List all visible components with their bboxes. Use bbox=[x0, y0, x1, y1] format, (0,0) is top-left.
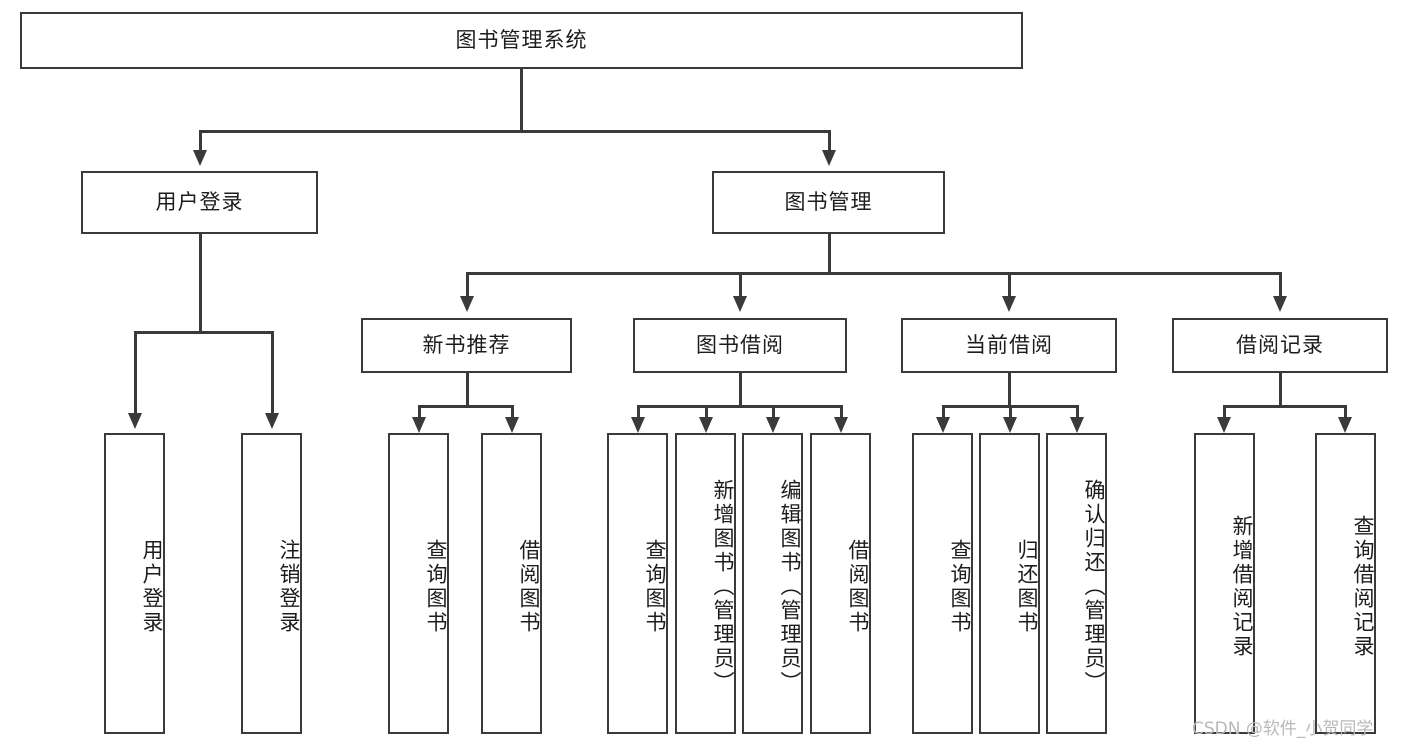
arrow-borrow-record-leaf-1 bbox=[1217, 417, 1231, 433]
arrow-book-borrow-leaf-4 bbox=[834, 417, 848, 433]
leaf-edit-book-admin[interactable]: 编辑图书（管理员） bbox=[742, 433, 803, 734]
arrow-book-borrow-leaf-1 bbox=[631, 417, 645, 433]
connector-book-borrow-leaf-1 bbox=[637, 405, 640, 419]
connector-book-borrow-bar bbox=[637, 405, 842, 408]
node-user-login[interactable]: 用户登录 bbox=[81, 171, 318, 234]
leaf-borrow-book-recommend[interactable]: 借阅图书 bbox=[481, 433, 542, 734]
node-book-borrow[interactable]: 图书借阅 bbox=[633, 318, 847, 373]
arrow-current-borrow-leaf-1 bbox=[936, 417, 950, 433]
connector-user-login-leaf-1 bbox=[134, 331, 137, 415]
node-label: 新书推荐 bbox=[422, 332, 511, 357]
connector-borrow-record-bar bbox=[1223, 405, 1345, 408]
connector-book-borrow-leaf-3 bbox=[772, 405, 775, 419]
node-label: 图书借阅 bbox=[696, 332, 784, 357]
connector-book-borrow-leaf-4 bbox=[840, 405, 843, 419]
leaf-query-borrow-record[interactable]: 查询借阅记录 bbox=[1315, 433, 1376, 734]
connector-to-borrow-record bbox=[1279, 272, 1282, 298]
arrow-to-user-login bbox=[193, 150, 207, 166]
connector-user-login-bar bbox=[134, 331, 273, 334]
connector-borrow-record-stem bbox=[1279, 373, 1282, 407]
node-label: 查询图书 bbox=[643, 538, 667, 635]
node-label: 编辑图书（管理员） bbox=[778, 478, 802, 695]
leaf-user-login[interactable]: 用户登录 bbox=[104, 433, 165, 734]
connector-new-book-leaf-2 bbox=[511, 405, 514, 419]
connector-book-borrow-stem bbox=[739, 373, 742, 407]
node-label: 图书管理系统 bbox=[455, 27, 588, 52]
leaf-query-book-borrow[interactable]: 查询图书 bbox=[607, 433, 668, 734]
connector-user-login-stem bbox=[199, 234, 202, 333]
node-label: 借阅图书 bbox=[517, 538, 541, 635]
connector-to-book-management bbox=[828, 130, 831, 152]
node-label: 图书管理 bbox=[784, 189, 873, 214]
node-book-management[interactable]: 图书管理 bbox=[712, 171, 945, 234]
leaf-borrow-book[interactable]: 借阅图书 bbox=[810, 433, 871, 734]
arrow-new-book-leaf-2 bbox=[505, 417, 519, 433]
connector-to-new-book-recommend bbox=[466, 272, 469, 298]
connector-level3-bar bbox=[466, 272, 1280, 275]
leaf-query-book-recommend[interactable]: 查询图书 bbox=[388, 433, 449, 734]
arrow-to-book-borrow bbox=[733, 296, 747, 312]
connector-book-management-stem bbox=[828, 234, 831, 274]
node-label: 借阅图书 bbox=[846, 538, 870, 635]
connector-current-borrow-leaf-2 bbox=[1009, 405, 1012, 419]
watermark-csdn: CSDN @软件_小贺同学 bbox=[1192, 719, 1374, 739]
node-label: 用户登录 bbox=[155, 189, 244, 214]
node-label: 查询图书 bbox=[424, 538, 448, 635]
node-label: 用户登录 bbox=[140, 538, 164, 635]
leaf-confirm-return-admin[interactable]: 确认归还（管理员） bbox=[1046, 433, 1107, 734]
leaf-return-book[interactable]: 归还图书 bbox=[979, 433, 1040, 734]
node-label: 注销登录 bbox=[277, 538, 301, 635]
arrow-new-book-leaf-1 bbox=[412, 417, 426, 433]
arrow-user-login-leaf-1 bbox=[128, 413, 142, 429]
connector-new-book-stem bbox=[466, 373, 469, 407]
node-borrow-record[interactable]: 借阅记录 bbox=[1172, 318, 1388, 373]
arrow-current-borrow-leaf-3 bbox=[1070, 417, 1084, 433]
connector-level2-bar bbox=[199, 130, 830, 133]
node-label: 借阅记录 bbox=[1236, 332, 1324, 357]
connector-new-book-leaf-1 bbox=[418, 405, 421, 419]
connector-to-book-borrow bbox=[739, 272, 742, 298]
node-label: 查询图书 bbox=[948, 538, 972, 635]
connector-borrow-record-leaf-2 bbox=[1344, 405, 1347, 419]
connector-new-book-bar bbox=[418, 405, 513, 408]
leaf-query-book-current[interactable]: 查询图书 bbox=[912, 433, 973, 734]
node-current-borrow[interactable]: 当前借阅 bbox=[901, 318, 1117, 373]
arrow-to-borrow-record bbox=[1273, 296, 1287, 312]
arrow-book-borrow-leaf-2 bbox=[699, 417, 713, 433]
node-label: 新增借阅记录 bbox=[1230, 514, 1254, 659]
node-root-book-management-system[interactable]: 图书管理系统 bbox=[20, 12, 1023, 69]
connector-current-borrow-leaf-3 bbox=[1076, 405, 1079, 419]
arrow-to-book-management bbox=[822, 150, 836, 166]
connector-current-borrow-leaf-1 bbox=[942, 405, 945, 419]
leaf-add-borrow-record[interactable]: 新增借阅记录 bbox=[1194, 433, 1255, 734]
arrow-current-borrow-leaf-2 bbox=[1003, 417, 1017, 433]
arrow-user-login-leaf-2 bbox=[265, 413, 279, 429]
node-label: 新增图书（管理员） bbox=[711, 478, 735, 695]
connector-user-login-leaf-2 bbox=[271, 331, 274, 415]
connector-to-current-borrow bbox=[1008, 272, 1011, 298]
node-label: 查询借阅记录 bbox=[1351, 514, 1375, 659]
node-label: 确认归还（管理员） bbox=[1082, 478, 1106, 695]
node-new-book-recommend[interactable]: 新书推荐 bbox=[361, 318, 572, 373]
arrow-borrow-record-leaf-2 bbox=[1338, 417, 1352, 433]
leaf-logout[interactable]: 注销登录 bbox=[241, 433, 302, 734]
arrow-to-new-book-recommend bbox=[460, 296, 474, 312]
connector-borrow-record-leaf-1 bbox=[1223, 405, 1226, 419]
connector-to-user-login bbox=[199, 130, 202, 152]
leaf-add-book-admin[interactable]: 新增图书（管理员） bbox=[675, 433, 736, 734]
connector-root-stem bbox=[520, 69, 523, 130]
connector-current-borrow-stem bbox=[1008, 373, 1011, 407]
node-label: 归还图书 bbox=[1015, 538, 1039, 635]
connector-book-borrow-leaf-2 bbox=[705, 405, 708, 419]
arrow-to-current-borrow bbox=[1002, 296, 1016, 312]
arrow-book-borrow-leaf-3 bbox=[766, 417, 780, 433]
node-label: 当前借阅 bbox=[965, 332, 1053, 357]
